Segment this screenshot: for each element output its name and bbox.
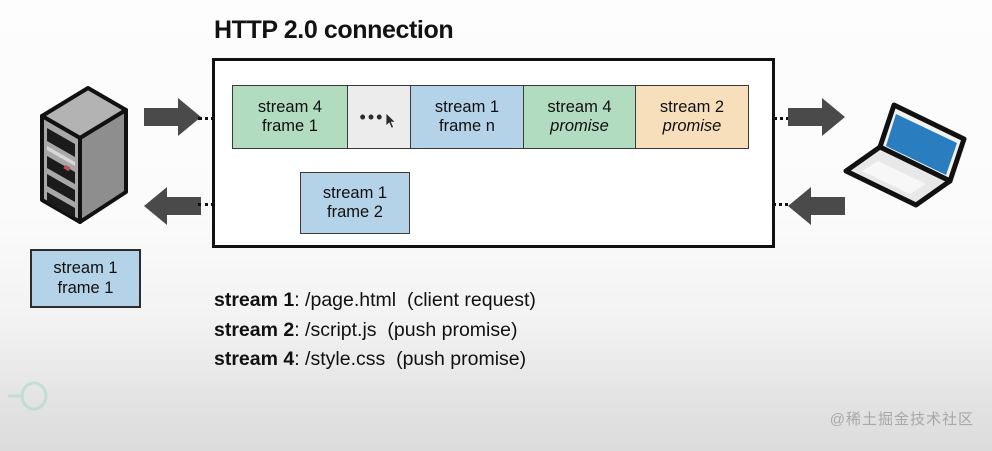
legend-row-stream4: stream 4: /style.css (push promise) [214,345,536,375]
frame-line1: stream 4 [257,97,323,116]
frame-row-top: stream 4 frame 1 ••• stream 1 frame n st… [232,85,749,149]
legend-stream-note: (push promise) [396,348,527,371]
frame-line1: stream 4 [547,97,612,116]
frame-stream1-framen[interactable]: stream 1 frame n [410,85,524,149]
watermark-text: @稀土掘金技术社区 [829,411,974,428]
legend-stream-note: (push promise) [387,318,518,341]
frame-stream2-promise[interactable]: stream 2 promise [635,85,749,149]
frame-stream1-frame2[interactable]: stream 1 frame 2 [300,172,410,234]
frame-stream4-promise[interactable]: stream 4 promise [522,85,637,149]
standalone-frame-wrapper: stream 1 frame 1 [30,249,141,308]
frame-line2: frame 1 [262,117,318,135]
decorative-ring-icon [8,379,52,413]
legend-stream-path: : /page.html [294,289,397,311]
frame-ellipsis-gap[interactable]: ••• [346,85,412,149]
legend-stream-path: : /style.css [294,348,386,371]
legend-stream-path: : /script.js [294,318,377,341]
frame-line1: stream 1 [322,183,388,202]
legend-stream-label: stream 1 [214,289,295,311]
ellipsis-label: ••• [359,107,385,127]
frame-stream1-frame1-standalone[interactable]: stream 1 frame 1 [30,249,141,308]
frame-line2: frame n [439,117,495,135]
legend-stream-label: stream 2 [214,318,295,341]
frame-row-bottom: stream 1 frame 2 [300,172,410,234]
frame-line2: frame 1 [57,278,114,297]
legend-row-stream1: stream 1: /page.html (client request) [214,286,536,316]
frame-line2: frame 2 [327,203,383,221]
legend-row-stream2: stream 2: /script.js (push promise) [214,316,536,346]
frame-line1: stream 1 [53,259,118,278]
legend-stream-note: (client request) [406,289,536,311]
stream-legend: stream 1: /page.html (client request) st… [214,286,536,375]
legend-stream-label: stream 4 [214,348,295,371]
frame-stream4-frame1[interactable]: stream 4 frame 1 [232,85,348,149]
frame-line1: stream 2 [659,97,725,116]
arrow-left-icon-client-in [788,186,846,226]
mouse-cursor-icon [385,112,397,129]
laptop-icon [838,95,974,213]
arrow-left-icon-server-in [144,186,202,226]
frame-line1: stream 1 [434,97,500,116]
frame-line2: promise [662,117,722,135]
arrow-right-icon-server-out [144,97,202,137]
page-title: HTTP 2.0 connection [214,16,454,44]
arrow-right-icon-client-out [788,97,846,137]
server-icon [36,82,132,230]
frame-line2: promise [550,117,609,135]
